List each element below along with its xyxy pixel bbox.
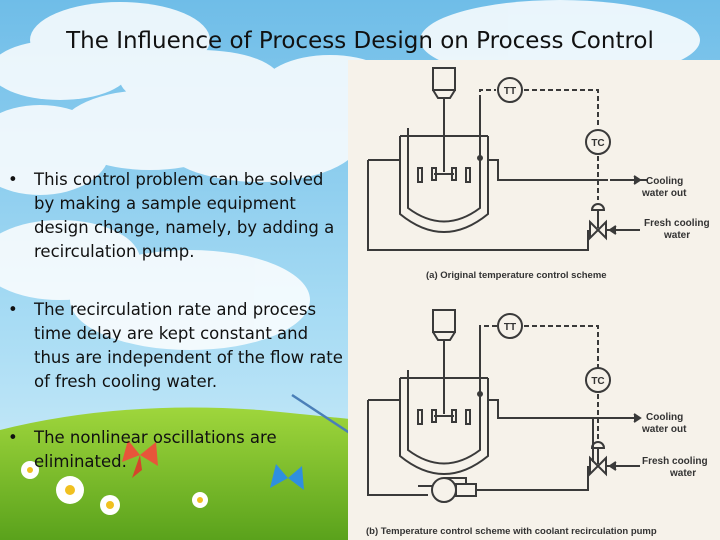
bullet-text: This control problem can be solved by ma… — [34, 170, 335, 261]
motor-b — [432, 309, 456, 333]
process-diagram: TT TC Cooling water out Fresh cooling wa… — [348, 60, 720, 540]
tt-label-a: TT — [504, 86, 516, 97]
vessel-b — [407, 370, 481, 465]
bullet-item: • This control problem can be solved by … — [8, 168, 348, 264]
vessel-a — [407, 128, 481, 223]
slide-title: The Influence of Process Design on Proce… — [66, 28, 654, 54]
bullet-glyph: • — [8, 300, 18, 319]
scheme-b — [367, 309, 642, 503]
grass-hill — [0, 407, 360, 540]
fresh-cooling-label-b-line1: Fresh cooling — [642, 456, 708, 467]
caption-b: (b) Temperature control scheme with cool… — [366, 526, 657, 537]
butterfly-red-icon — [122, 440, 158, 478]
bullet-glyph: • — [8, 428, 18, 447]
cloud-decoration — [0, 0, 700, 350]
cooling-out-label-a-line1: Cooling — [646, 176, 683, 187]
bullet-item: • The nonlinear oscillations are elimina… — [8, 426, 348, 474]
tc-label-b: TC — [591, 376, 604, 387]
tc-controller-a — [585, 129, 611, 155]
cooling-out-label-a-line2: water out — [641, 188, 687, 199]
tc-label-a: TC — [591, 138, 604, 149]
bullet-text: The nonlinear oscillations are eliminate… — [34, 428, 277, 471]
tt-transmitter-b — [497, 313, 523, 339]
cooling-out-label-b-line1: Cooling — [646, 412, 683, 423]
fresh-cooling-label-a-line1: Fresh cooling — [644, 218, 710, 229]
bullet-glyph: • — [8, 170, 18, 189]
jacket-b — [399, 378, 489, 475]
bullet-item: • The recirculation rate and process tim… — [8, 298, 348, 394]
tc-controller-b — [585, 367, 611, 393]
tt-label-b: TT — [504, 322, 516, 333]
tt-transmitter-a — [497, 77, 523, 103]
fresh-cooling-label-a-line2: water — [663, 230, 690, 241]
jacket-a — [399, 136, 489, 233]
butterfly-blue-icon — [270, 464, 304, 490]
scheme-a — [367, 67, 648, 251]
cooling-out-label-b-line2: water out — [641, 424, 687, 435]
fresh-cooling-label-b-line2: water — [669, 468, 696, 479]
flower-decoration — [21, 461, 208, 515]
motor-a — [432, 67, 456, 91]
caption-a: (a) Original temperature control scheme — [426, 270, 607, 281]
bullet-text: The recirculation rate and process time … — [34, 300, 343, 391]
